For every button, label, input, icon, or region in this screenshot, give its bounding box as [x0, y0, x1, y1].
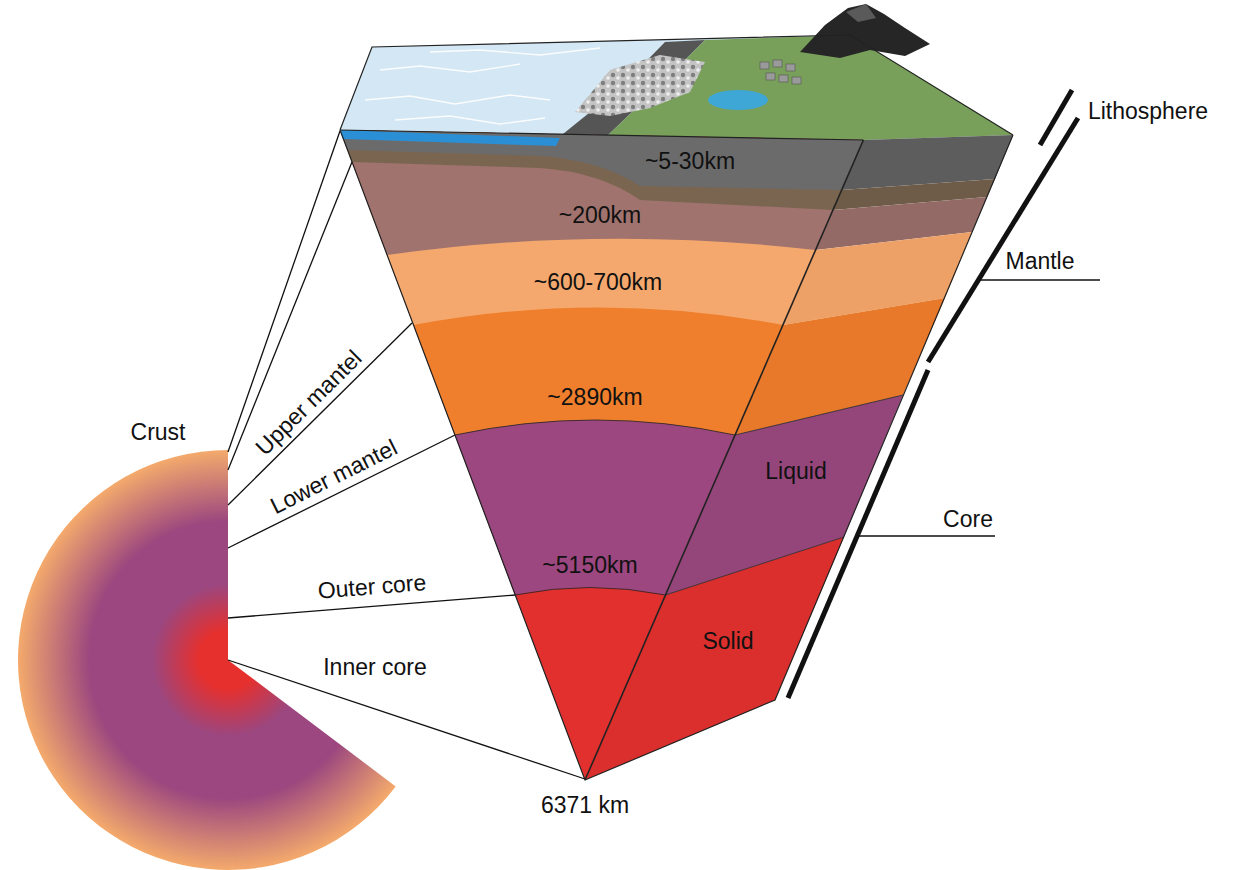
layer-label: Upper mantel	[251, 345, 367, 460]
depth-label: ~5150km	[542, 553, 637, 578]
mantle-bracket	[928, 118, 1078, 362]
depth-label: ~200km	[559, 203, 641, 228]
state-label: Solid	[702, 629, 753, 654]
lake	[708, 90, 768, 110]
layer-label: Crust	[131, 420, 186, 445]
building	[760, 62, 769, 69]
label-underline	[979, 279, 1100, 281]
region-label: Lithosphere	[1088, 99, 1208, 124]
layer-label: Lower mantel	[267, 435, 402, 519]
ice-texture	[395, 116, 545, 124]
core-bracket	[788, 370, 928, 698]
mountain-range	[800, 4, 930, 58]
layer-boundary	[515, 537, 844, 595]
ice-texture	[380, 64, 520, 72]
wedge-outline	[340, 130, 1013, 780]
lithospheric-mantle-layer	[340, 130, 863, 210]
building	[773, 60, 782, 67]
building	[786, 64, 795, 71]
depth-label: ~2890km	[547, 385, 642, 410]
state-label: Liquid	[765, 459, 826, 484]
building	[792, 77, 801, 84]
ice-texture	[365, 95, 550, 104]
building	[766, 73, 775, 80]
building	[779, 75, 788, 82]
layer-label: Outer core	[317, 570, 427, 604]
region-label: Core	[943, 507, 993, 532]
upper-mantle-layer	[340, 130, 863, 325]
depth-label: ~600-700km	[534, 270, 663, 295]
crust-layer	[340, 130, 863, 190]
region-label: Mantle	[1005, 249, 1074, 274]
label-underline	[857, 535, 995, 537]
layer-boundary	[455, 395, 903, 435]
rubble-field	[575, 55, 705, 116]
layer-label: Inner core	[323, 655, 427, 680]
wedge-outline	[340, 35, 1013, 135]
ice-texture	[430, 48, 600, 55]
depth-label: 6371 km	[541, 793, 629, 818]
mountain-range	[846, 4, 876, 22]
depth-label: ~5-30km	[645, 149, 735, 174]
asthenosphere-layer	[340, 130, 863, 255]
wedge-edge	[585, 140, 863, 780]
wedge-edge	[340, 130, 863, 140]
